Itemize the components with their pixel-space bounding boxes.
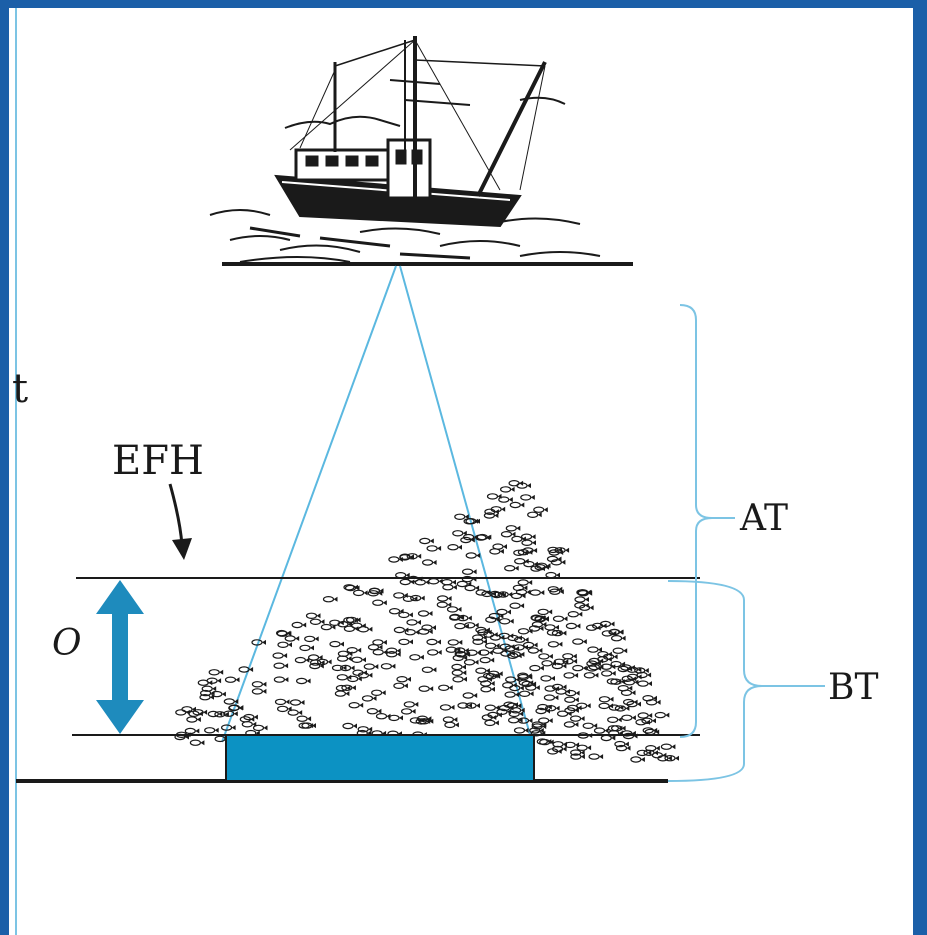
edge-fragment-label: t <box>12 366 28 412</box>
efh-label: EFH <box>112 438 204 484</box>
frame-right <box>913 0 927 935</box>
bt-bracket <box>667 580 763 782</box>
frame-top <box>0 0 927 8</box>
fishing-trawler-icon <box>209 36 633 266</box>
fish-school-icon <box>174 480 679 763</box>
o-label: O <box>52 623 82 664</box>
beam-left-edge <box>221 265 397 743</box>
bt-label: BT <box>828 667 878 708</box>
at-label: AT <box>739 498 788 539</box>
acoustic-beam <box>221 265 533 743</box>
bottom-bar <box>225 734 535 782</box>
o-double-arrow <box>96 580 144 734</box>
at-bracket <box>679 304 713 738</box>
beam-right-edge <box>399 265 533 743</box>
efh-arrow <box>168 483 192 560</box>
frame-left <box>0 0 9 935</box>
